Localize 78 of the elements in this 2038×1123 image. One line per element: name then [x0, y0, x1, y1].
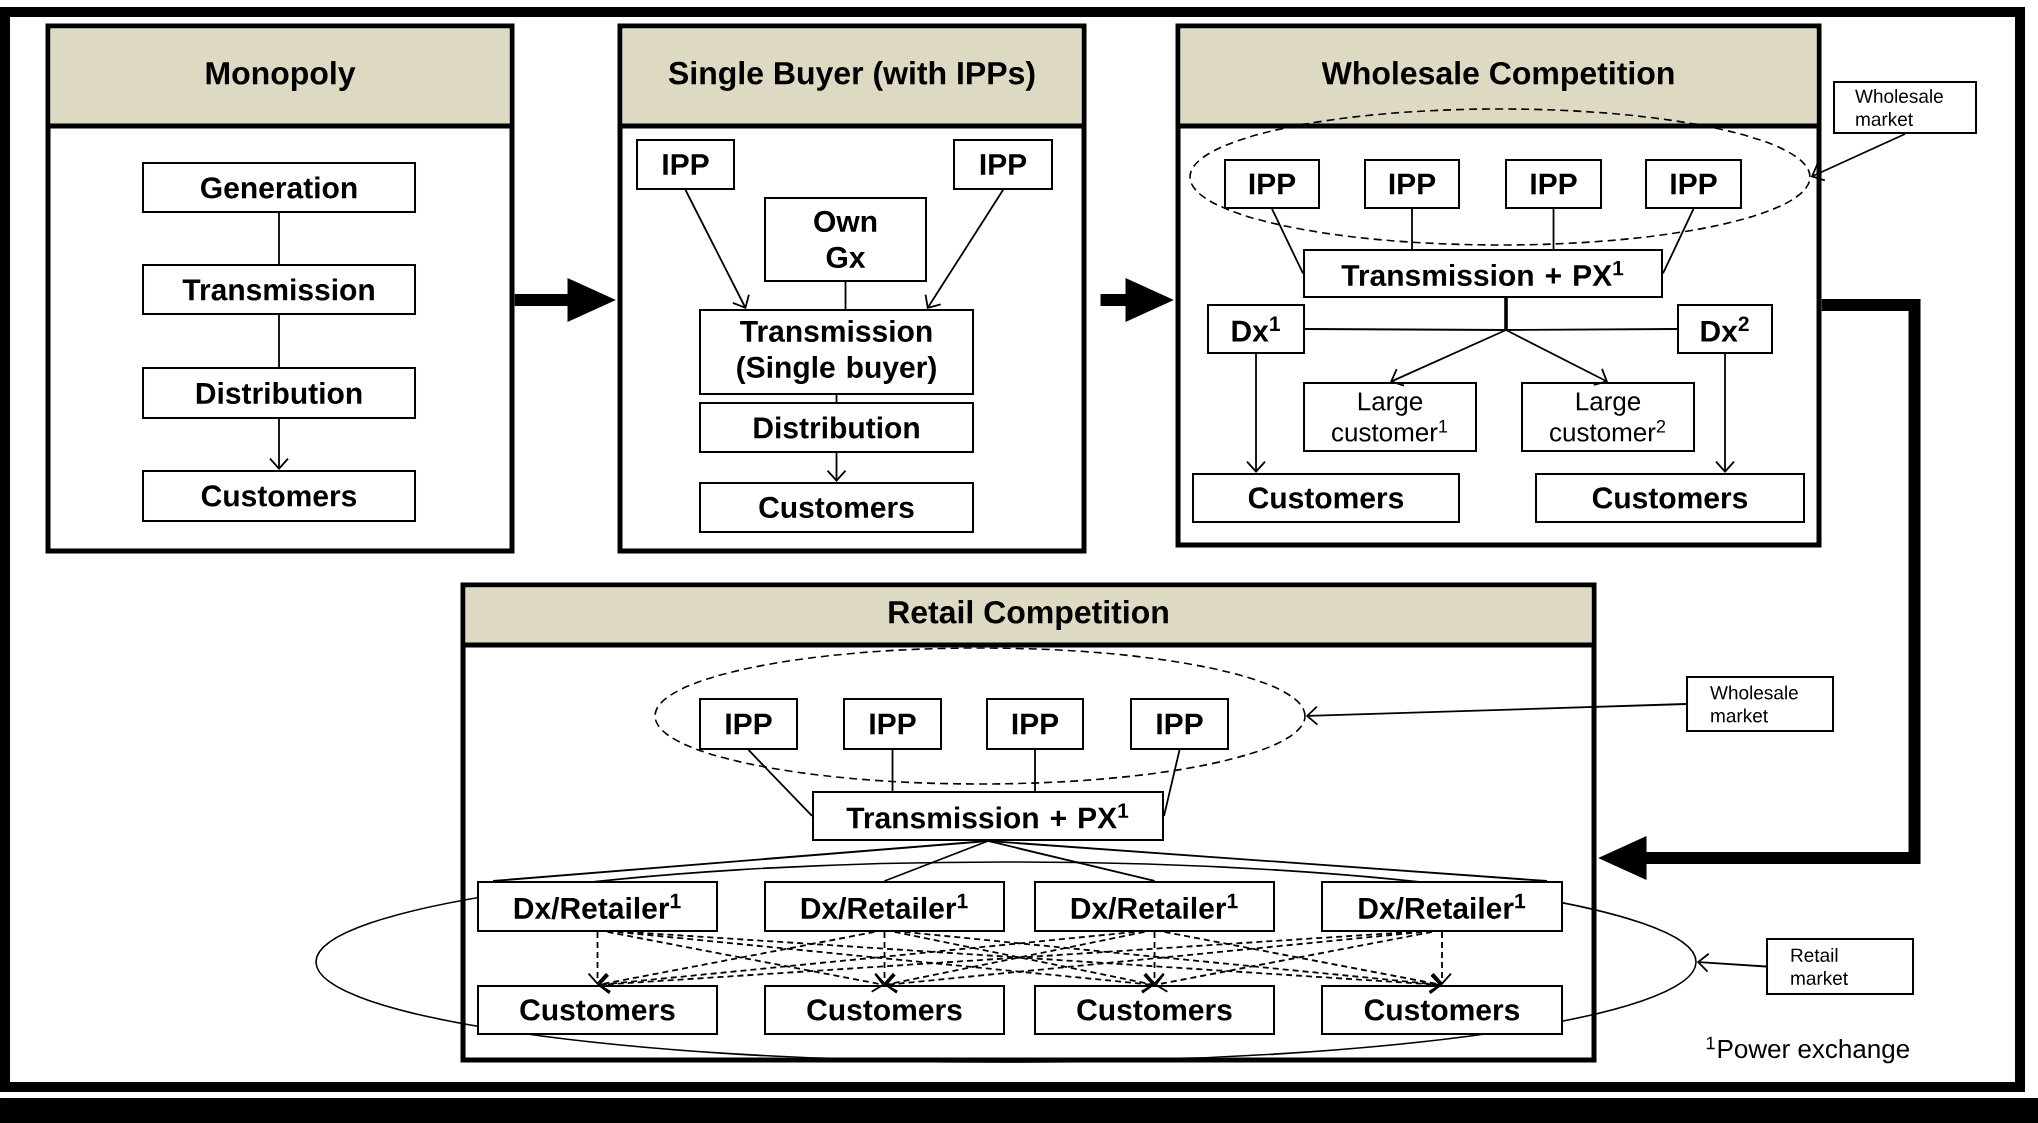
connector-line [1504, 298, 1508, 330]
panel-header: Single Buyer (with IPPs) [620, 28, 1084, 129]
process-box: IPP [636, 139, 735, 190]
connector-line [891, 749, 894, 792]
connector-line [1505, 328, 1678, 331]
process-box: Dx$^{1}$ [1207, 304, 1305, 354]
process-box: Transmission + PX$^{1}$ [1303, 249, 1663, 298]
process-box: Customers [477, 985, 718, 1035]
process-box: Distribution [699, 402, 974, 453]
process-box: Transmission [142, 264, 416, 315]
process-box: Large customer$^{2}$ [1521, 382, 1695, 452]
process-box: Transmission (Single buyer) [699, 309, 974, 395]
process-box: IPP [953, 139, 1053, 190]
process-box: IPP [699, 698, 798, 750]
dashed-arrow [587, 931, 608, 985]
arrow [269, 418, 289, 470]
process-box: Large customer$^{1}$ [1303, 382, 1477, 452]
process-box: Distribution [142, 367, 416, 419]
arrow [1505, 329, 1608, 386]
dashed-arrow [1144, 931, 1165, 985]
arrow [924, 189, 1004, 309]
arrow [1246, 353, 1266, 473]
connector-line [987, 840, 1156, 882]
connector-line [835, 394, 838, 403]
process-box: IPP [1224, 159, 1320, 209]
dashed-ellipse [1189, 108, 1811, 246]
process-box: IPP [1130, 698, 1229, 750]
connector-line [883, 840, 989, 882]
process-box: IPP [1505, 159, 1602, 209]
connector-line [987, 840, 1548, 882]
connector-line [278, 314, 280, 368]
connector-line [1163, 749, 1181, 817]
arrow [684, 189, 750, 309]
process-box: Own Gx [764, 197, 927, 282]
panel-header: Wholesale Competition [1178, 28, 1819, 129]
dashed-arrow [1432, 931, 1452, 985]
process-box: Dx/Retailer$^{1}$ [1321, 881, 1563, 932]
process-box: IPP [843, 698, 942, 750]
connector-line [1662, 208, 1695, 275]
callout-box: Wholesale market [1686, 676, 1834, 732]
leader-arrow [1696, 952, 1767, 973]
arrow [1715, 353, 1735, 473]
callout-box: Wholesale market [1833, 81, 1977, 134]
panel-header: Monopoly [48, 28, 512, 129]
process-box: IPP [1364, 159, 1460, 209]
connector-line [1411, 208, 1413, 250]
callout-box: Retail market [1766, 938, 1914, 995]
connector-line [1271, 208, 1304, 275]
connector-line [1304, 328, 1507, 331]
process-box: Dx/Retailer$^{1}$ [1034, 881, 1275, 932]
leader-arrow [1305, 703, 1687, 726]
leader-arrow [1810, 133, 1906, 182]
process-box: IPP [986, 698, 1084, 750]
dashed-ellipse [654, 647, 1306, 785]
dashed-arrow [874, 931, 895, 985]
process-box: Customers [699, 482, 974, 533]
process-box: Customers [1535, 473, 1805, 523]
process-box: Generation [142, 162, 416, 213]
connector-line [747, 749, 813, 817]
process-box: Customers [1192, 473, 1460, 523]
process-box: Customers [764, 985, 1005, 1035]
connector-line [1552, 208, 1555, 250]
arrow [826, 452, 847, 482]
panel-header: Retail Competition [463, 587, 1594, 648]
process-box: Customers [1034, 985, 1275, 1035]
connector-line [1034, 749, 1036, 792]
connector-line [844, 281, 847, 310]
process-box: Transmission + PX$^{1}$ [812, 791, 1164, 841]
process-box: Dx/Retailer$^{1}$ [477, 881, 718, 932]
process-box: Customers [142, 470, 416, 522]
connector-line [278, 212, 280, 265]
process-box: IPP [1645, 159, 1742, 209]
process-box: Customers [1321, 985, 1563, 1035]
connector-line [492, 840, 989, 882]
arrow [1390, 329, 1507, 387]
process-box: Dx/Retailer$^{1}$ [764, 881, 1005, 932]
footnote: $^{1}$Power exchange [1706, 1036, 1909, 1064]
process-box: Dx$^{2}$ [1677, 304, 1773, 354]
